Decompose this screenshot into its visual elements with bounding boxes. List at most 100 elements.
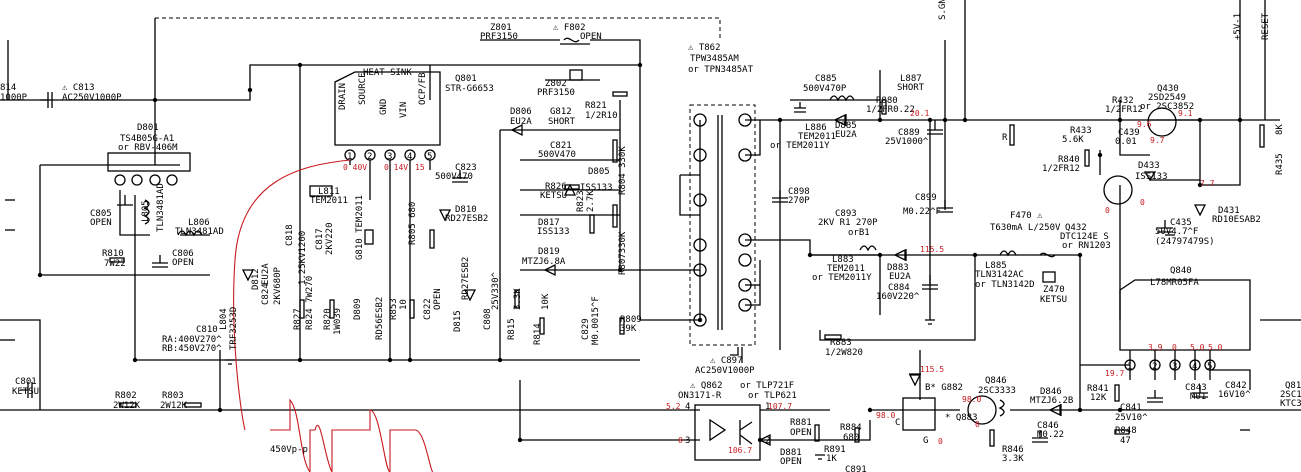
junction-dot bbox=[1117, 407, 1123, 413]
junction-dot bbox=[1077, 407, 1083, 413]
q8x-label: Q81 bbox=[1285, 381, 1301, 391]
junction-dot bbox=[962, 117, 968, 123]
c805v-label: OPEN bbox=[90, 218, 112, 228]
c884-label: C884 bbox=[888, 283, 910, 293]
c898-label: C898 bbox=[788, 187, 810, 197]
d806-label: D806 bbox=[510, 107, 532, 117]
r881v-label: OPEN bbox=[790, 428, 812, 438]
q840p-label: L78MR05FA bbox=[1150, 278, 1199, 288]
f470-label: F470 ⚠ bbox=[1010, 211, 1043, 221]
q430p-label: 2SD2549 bbox=[1148, 93, 1186, 103]
junction-dot bbox=[697, 317, 703, 323]
r848v-label: 47 bbox=[1120, 436, 1131, 446]
c824v-label: 2KV680P bbox=[273, 266, 283, 305]
g812-label: G812 bbox=[550, 107, 572, 117]
c842v-label: 16V10^ bbox=[1218, 390, 1251, 400]
junction-dot bbox=[1197, 182, 1203, 188]
r432v-label: 1/2FR12 bbox=[1105, 105, 1143, 115]
junction-dot bbox=[497, 357, 503, 363]
v-0c-voltage: 0 bbox=[938, 437, 943, 446]
v-3-9-voltage: 3.9 bbox=[1148, 343, 1163, 352]
v-5-0a-voltage: 5.0 bbox=[1190, 343, 1205, 352]
r840v-label: 1/2FR12 bbox=[1042, 164, 1080, 174]
d885-label: D885 bbox=[835, 121, 857, 131]
c810b-label: RB:450V270^ bbox=[162, 344, 222, 354]
r820v-label: 1W039 bbox=[333, 308, 343, 335]
rp1-label: 1 bbox=[1127, 362, 1132, 372]
q883-block bbox=[902, 397, 936, 431]
v-9-7-voltage: 9.7 bbox=[1150, 136, 1165, 145]
c823v-label: 500V470 bbox=[435, 172, 473, 182]
q801p-label: STR-G6653 bbox=[445, 84, 494, 94]
c817v-label: 2KV220 bbox=[325, 222, 335, 255]
v-14-voltage: 0 14V bbox=[384, 163, 408, 172]
junction-dot bbox=[877, 117, 883, 123]
r802-label: R802 bbox=[115, 391, 137, 401]
r807-label: R807330K bbox=[618, 231, 628, 275]
junction-dot bbox=[757, 437, 763, 443]
r853-label: R853 bbox=[389, 298, 399, 320]
c846v-label: M0.22 bbox=[1037, 430, 1064, 440]
r433-label: R433 bbox=[1070, 126, 1092, 136]
d885p-label: EU2A bbox=[835, 130, 857, 140]
r802v-label: 2W12K bbox=[113, 401, 141, 411]
q840-label: Q840 bbox=[1170, 266, 1192, 276]
c843-label: C843 bbox=[1185, 383, 1207, 393]
junction-dot bbox=[617, 267, 623, 273]
q846p-label: 2SC3333 bbox=[978, 386, 1016, 396]
c805-label: C805 bbox=[90, 209, 112, 219]
g810-label: G810 TEM2011 bbox=[355, 195, 365, 260]
z801-part-label: PRF3150 bbox=[480, 32, 518, 42]
c885-label: C885 bbox=[815, 74, 837, 84]
c806-label: C806 bbox=[172, 249, 194, 259]
l883p-label: TEM2011 bbox=[827, 264, 865, 274]
junction-dot bbox=[867, 407, 873, 413]
opto1-label: 1 bbox=[765, 402, 770, 412]
l887v-label: SHORT bbox=[897, 83, 925, 93]
c897v-label: AC250V1000P bbox=[695, 366, 755, 376]
r826v-label: KETSU bbox=[540, 191, 567, 201]
junction-dot bbox=[37, 272, 43, 278]
c814v-label: 1000P bbox=[0, 93, 28, 103]
junction-dot bbox=[407, 357, 413, 363]
c899-label: C899 bbox=[915, 193, 937, 203]
pin-c-label: C bbox=[895, 418, 900, 428]
c897-label: ⚠ C897 bbox=[710, 356, 743, 366]
v-98a-voltage: 98.0 bbox=[876, 411, 895, 420]
pin-gnd-label: GND bbox=[379, 99, 389, 115]
c884v-label: 160V220^ bbox=[876, 292, 920, 302]
pn4-label: 4 bbox=[407, 152, 412, 162]
pin-g-label: G bbox=[923, 436, 928, 446]
pin-ocp-label: OCP/FB bbox=[418, 72, 428, 105]
d883-label: D883 bbox=[887, 263, 909, 273]
z802-part-label: PRF3150 bbox=[537, 88, 575, 98]
d815p-label: RD27ESB2 bbox=[461, 257, 471, 300]
v-106-7-voltage: 106.7 bbox=[728, 446, 752, 455]
junction-dot bbox=[1237, 117, 1243, 123]
c893a-label: orB1 bbox=[848, 228, 870, 238]
r846v-label: 3.3K bbox=[1002, 454, 1024, 464]
q862-optocoupler bbox=[694, 404, 761, 461]
rp2-label: 2 bbox=[1152, 362, 1157, 372]
d801-bridge-body bbox=[107, 152, 191, 172]
d810p-label: RD27ESB2 bbox=[445, 214, 488, 224]
c808v-label: 25V330^ bbox=[491, 271, 501, 310]
junction-dot bbox=[297, 357, 303, 363]
c885v-label: 500V470P bbox=[803, 84, 847, 94]
r840-label: R840 bbox=[1058, 155, 1080, 165]
d817p-label: ISS133 bbox=[537, 227, 570, 237]
c843v-label: M01 bbox=[1190, 392, 1206, 402]
junction-dot bbox=[247, 87, 253, 93]
c891-label: C891 bbox=[845, 465, 867, 472]
r803v-label: 2W12K bbox=[160, 401, 188, 411]
r848-label: R848 bbox=[1115, 426, 1137, 436]
c842-label: C842 bbox=[1225, 381, 1247, 391]
l805-label: L805 bbox=[141, 200, 151, 222]
z801-label-label: Z801 bbox=[490, 23, 512, 33]
r805-label: R805 680 bbox=[408, 202, 418, 245]
d806p-label: EU2A bbox=[510, 117, 532, 127]
r823-label: R823 bbox=[576, 190, 586, 212]
r815-label: R815 bbox=[507, 318, 517, 340]
pn3-label: 3 bbox=[387, 152, 392, 162]
